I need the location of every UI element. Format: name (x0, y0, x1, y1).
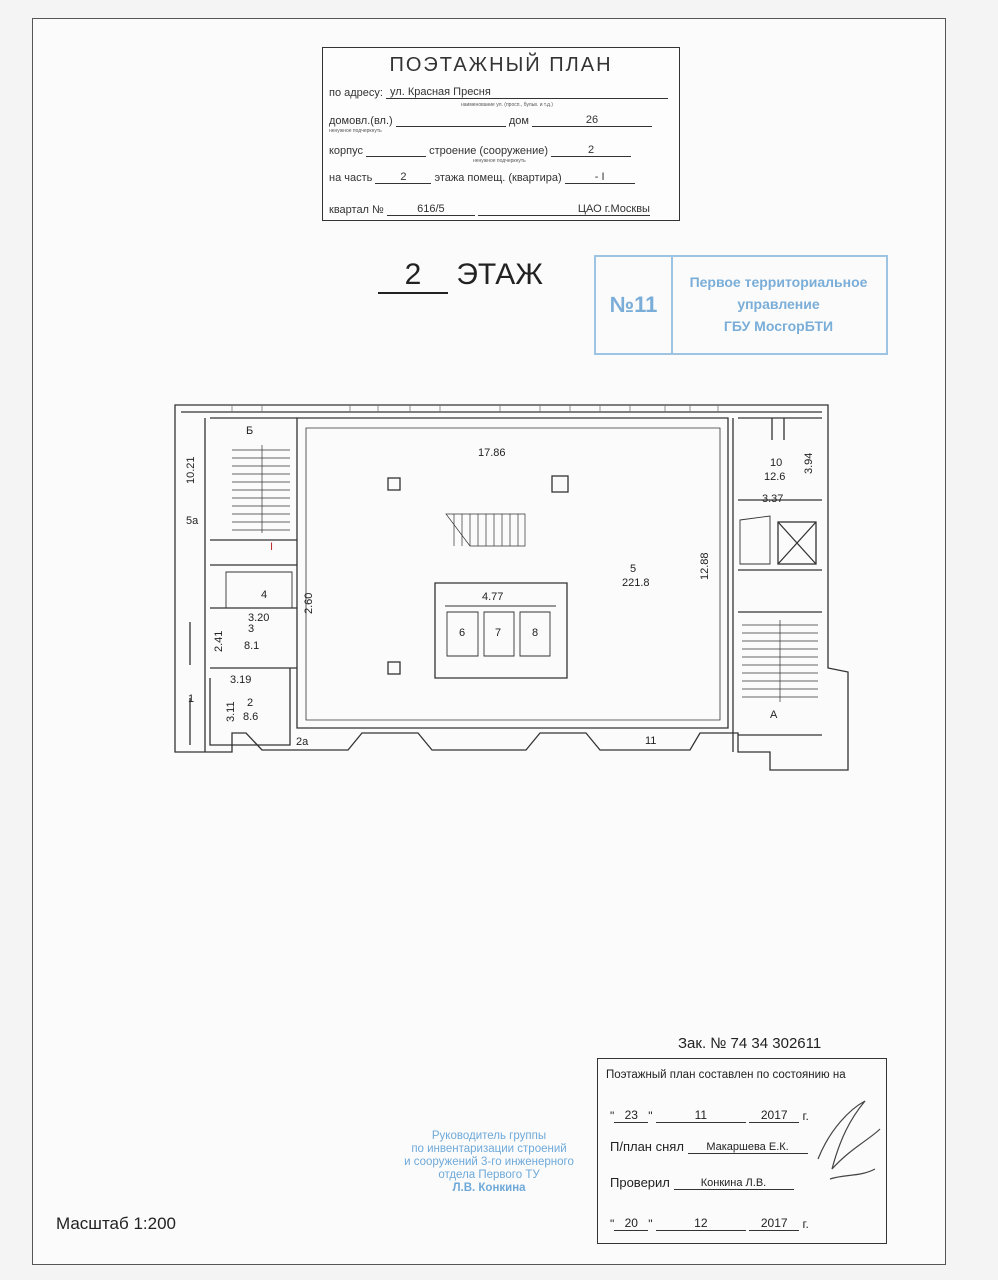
plan-walls (174, 404, 849, 771)
checked-name: Конкина Л.В. (673, 1177, 794, 1190)
title-block: ПОЭТАЖНЫЙ ПЛАН по адресу: ул. Красная Пр… (322, 47, 680, 221)
dom-value: 26 (531, 114, 652, 127)
stair-b-label: Б (246, 425, 253, 437)
stroenie-value: 2 (551, 144, 632, 157)
signoff-header: Поэтажный план составлен по состоянию на (606, 1069, 846, 1081)
room-1-number: 1 (188, 693, 194, 705)
inner-length: 4.77 (482, 591, 503, 603)
room-5-length: 17.86 (478, 447, 506, 459)
stamp-number: №11 (596, 257, 673, 353)
document-sheet (32, 18, 946, 1265)
room-5a-label: 5а (186, 515, 199, 527)
domovl-row: домовл.(вл.) дом 26 (329, 114, 652, 127)
room-7-number: 7 (495, 627, 501, 639)
room-3-number: 3 (248, 623, 254, 635)
document-title: ПОЭТАЖНЫЙ ПЛАН (389, 54, 613, 76)
handwritten-signature (817, 1100, 881, 1180)
floor-heading: 2 ЭТАЖ (378, 258, 543, 294)
floor-number: 2 (378, 258, 448, 294)
room-2a-label: 2а (296, 736, 309, 748)
plan-windows (231, 405, 719, 412)
stair-a-label: А (770, 709, 778, 721)
room-5-area: 221.8 (622, 577, 650, 589)
domovl-hint: ненужное подчеркнуть (329, 128, 382, 134)
part-value: 2 (375, 171, 432, 184)
mark-roman-one: I (270, 541, 273, 553)
room-4-number: 4 (261, 589, 267, 601)
dim-3-94: 3.94 (803, 453, 815, 474)
bti-stamp: №11 Первое территориальное управление ГБ… (594, 255, 888, 355)
premises-value: - I (564, 171, 635, 184)
room-3-area: 8.1 (244, 640, 259, 652)
room-10-area: 12.6 (764, 471, 785, 483)
address-row: по адресу: ул. Красная Пресня (329, 86, 669, 99)
room-2-area: 8.6 (243, 711, 258, 723)
room-5-height: 12.88 (699, 552, 711, 580)
dim-3-19: 3.19 (230, 674, 251, 686)
room-5-number: 5 (630, 563, 636, 575)
plan-labels: 17.86 5 221.8 12.88 4.77 6 7 8 Б А 10.21… (185, 425, 815, 748)
floor-label: ЭТАЖ (456, 258, 543, 291)
dim-3-37: 3.37 (762, 493, 783, 505)
taken-row: П/план снял Макаршева Е.К. (610, 1139, 808, 1154)
dim-10-21: 10.21 (185, 456, 197, 484)
district-value: ЦАО г.Москвы (477, 203, 650, 216)
part-row: на часть 2 этажа помещ. (квартира) - I (329, 171, 635, 184)
dim-2-41: 2.41 (213, 631, 225, 652)
date-2: "20" 12 2017 г. (610, 1216, 809, 1231)
scale-label: Масштаб 1:200 (56, 1214, 176, 1233)
room-8-number: 8 (532, 627, 538, 639)
checked-row: Проверил Конкина Л.В. (610, 1175, 794, 1190)
room-2-number: 2 (247, 697, 253, 709)
stamp-text: Первое территориальное управление ГБУ Мо… (689, 274, 868, 334)
address-hint: наименование ул. (просп., бульв. и т.д.) (461, 102, 553, 108)
stroenie-hint: ненужное подчеркнуть (473, 158, 526, 164)
room-11-number: 11 (645, 735, 656, 747)
dim-2-60: 2.60 (303, 593, 315, 614)
address-value: ул. Красная Пресня (386, 86, 669, 99)
dim-3-11: 3.11 (225, 701, 237, 722)
room-10-number: 10 (770, 457, 782, 469)
order-number: Зак. № 74 34 302611 (678, 1035, 822, 1052)
kvartal-value: 616/5 (386, 203, 475, 216)
room-6-number: 6 (459, 627, 465, 639)
dim-3-20: 3.20 (248, 612, 269, 624)
date-1: "23" 11 2017 г. (610, 1108, 809, 1123)
taken-name: Макаршева Е.К. (687, 1141, 808, 1154)
kvartal-row: квартал № 616/5 ЦАО г.Москвы (329, 203, 650, 216)
signoff-box: Поэтажный план составлен по состоянию на… (597, 1058, 887, 1244)
korpus-row: корпус строение (сооружение) 2 (329, 144, 632, 157)
group-head-signature-block: Руководитель группы по инвентаризации ст… (404, 1130, 574, 1194)
